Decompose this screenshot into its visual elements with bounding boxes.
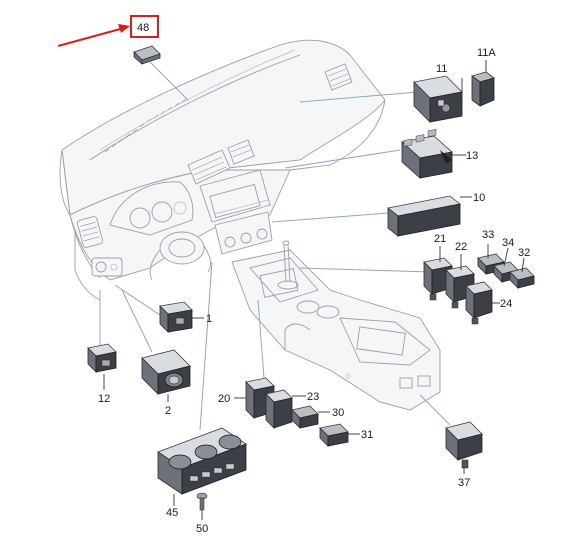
callout-labels: 48 11 11A 13 10 21 22 33 34 32 24 1 12 2… (98, 22, 530, 535)
part-23[interactable] (265, 389, 293, 429)
part-32[interactable] (509, 267, 535, 289)
part-30[interactable] (291, 405, 319, 429)
leader-lines (99, 61, 451, 431)
callout-11A[interactable]: 11A (477, 47, 496, 59)
part-12[interactable] (87, 343, 117, 373)
callout-50[interactable]: 50 (196, 523, 208, 535)
callout-13[interactable]: 13 (466, 150, 478, 162)
callout-22[interactable]: 22 (455, 241, 467, 253)
callout-33[interactable]: 33 (482, 229, 494, 241)
callout-30[interactable]: 30 (332, 407, 344, 419)
callout-11[interactable]: 11 (436, 63, 447, 75)
part-37[interactable] (445, 421, 483, 469)
part-13[interactable] (401, 135, 453, 179)
callout-34[interactable]: 34 (502, 237, 514, 249)
part-2[interactable] (141, 349, 191, 395)
part-11[interactable] (413, 75, 463, 123)
callout-45[interactable]: 45 (166, 507, 178, 519)
part-31[interactable] (319, 423, 349, 447)
part-1[interactable] (159, 301, 193, 333)
callout-1[interactable]: 1 (206, 313, 212, 325)
part-48[interactable] (133, 45, 161, 65)
callout-21[interactable]: 21 (434, 233, 446, 245)
callout-leaders (103, 60, 525, 520)
center-console-outline (231, 240, 441, 411)
callout-24[interactable]: 24 (500, 298, 512, 310)
part-50[interactable] (196, 492, 208, 511)
callout-31[interactable]: 31 (361, 429, 373, 441)
callout-37[interactable]: 37 (458, 477, 470, 489)
callout-48[interactable]: 48 (137, 22, 149, 34)
callout-20[interactable]: 20 (218, 393, 230, 405)
callout-12[interactable]: 12 (98, 393, 110, 405)
callout-2[interactable]: 2 (165, 405, 171, 417)
callout-10[interactable]: 10 (473, 192, 485, 204)
highlight-marker (57, 15, 159, 47)
part-11A[interactable] (471, 71, 495, 107)
callout-32[interactable]: 32 (518, 247, 530, 259)
callout-23[interactable]: 23 (307, 391, 319, 403)
part-24[interactable] (465, 281, 493, 325)
dashboard-outline (59, 39, 386, 301)
part-10[interactable] (387, 129, 461, 237)
part-45[interactable] (157, 427, 247, 495)
